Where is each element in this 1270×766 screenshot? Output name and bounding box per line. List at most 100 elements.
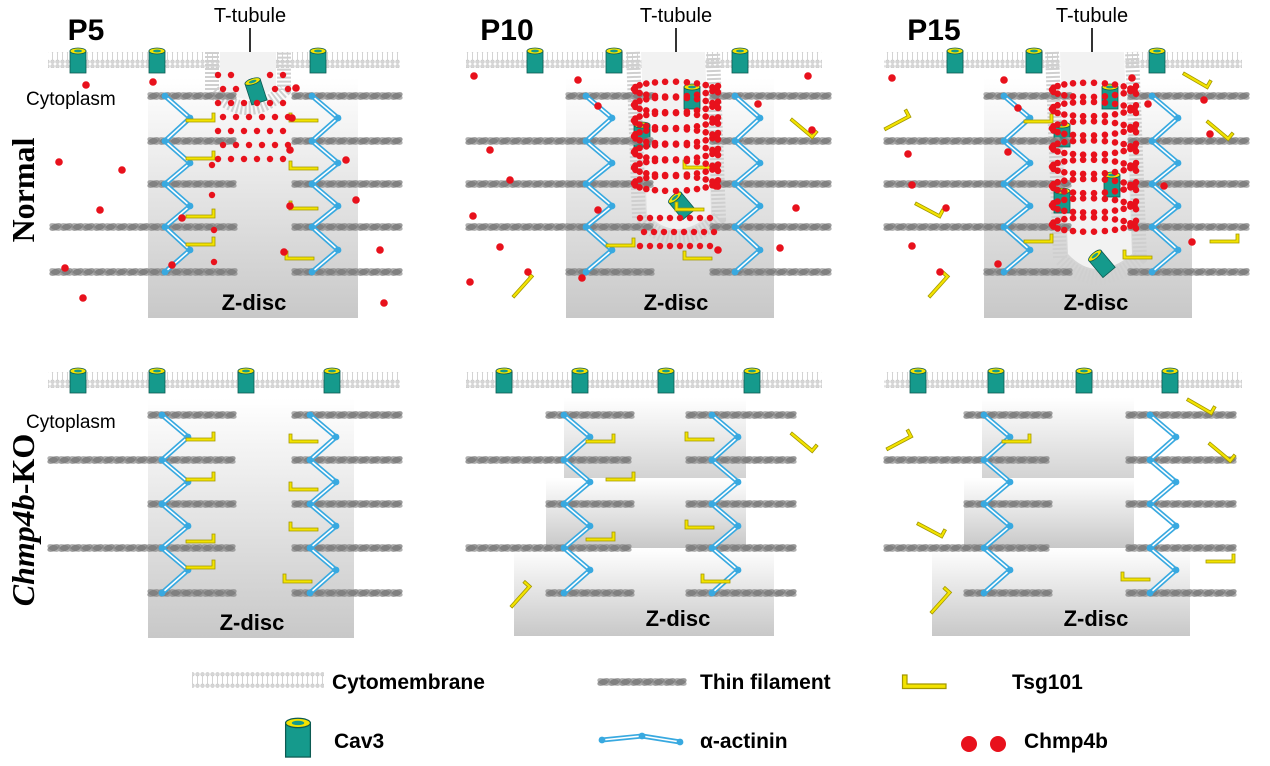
chmp4b-dot (253, 127, 261, 135)
tsg101 (916, 521, 947, 539)
chmp4b-dot (990, 736, 1006, 752)
chmp4b-dot (776, 244, 784, 252)
cav3-channel (1075, 367, 1093, 394)
chmp4b-dot (219, 141, 227, 149)
z-disc-label: Z-disc (222, 290, 287, 315)
chmp4b-dot (214, 155, 222, 163)
tsg101 (1120, 571, 1151, 582)
tsg101 (509, 579, 533, 609)
chmp4b-dot (656, 214, 664, 222)
tsg101 (288, 481, 319, 492)
chmp4b-dot (700, 228, 708, 236)
chmp4b-dot (470, 72, 478, 80)
chmp4b-dot (284, 141, 292, 149)
thin-filament (545, 411, 635, 419)
chmp4b-dot (650, 228, 658, 236)
chmp4b-dot (214, 99, 222, 107)
chmp4b-dot (1206, 130, 1214, 138)
cav3-channel (605, 47, 623, 74)
chmp4b-dot (352, 196, 360, 204)
tsg101 (1181, 71, 1213, 90)
chmp4b-dot (636, 214, 644, 222)
chmp4b-dot (266, 71, 274, 79)
thin-filament (1127, 223, 1250, 231)
chmp4b-dot (942, 204, 950, 212)
tsg101 (185, 431, 216, 442)
thin-filament (963, 411, 1053, 419)
chmp4b-dot (253, 155, 261, 163)
z-disc-label: Z-disc (220, 610, 285, 635)
chmp4b-dot (466, 278, 474, 286)
chmp4b-dot (656, 242, 664, 250)
chmp4b-dot (266, 155, 274, 163)
cytomembrane (48, 52, 232, 68)
cytomembrane (1112, 52, 1242, 68)
alpha-actinin (582, 92, 616, 276)
chmp4b-dot (342, 156, 350, 164)
chmp4b-spiral (1048, 79, 1140, 235)
cav3-channel (69, 47, 87, 74)
chmp4b-dot (168, 261, 176, 269)
chmp4b-dot (245, 113, 253, 121)
chmp4b-dot (214, 127, 222, 135)
chmp4b-dot (178, 214, 186, 222)
stage-title-p15: P15 (907, 14, 960, 47)
cytomembrane (48, 372, 400, 388)
chmp4b-dot (712, 182, 720, 190)
chmp4b-dot (271, 113, 279, 121)
chmp4b-dot (232, 141, 240, 149)
legend-cav3-label: Cav3 (334, 730, 384, 753)
t-tubule-label: T-tubule (214, 5, 286, 27)
alpha-actinin (731, 92, 764, 276)
cav3-channel (946, 47, 964, 74)
tsg101 (684, 431, 715, 442)
chmp4b-dot (1000, 76, 1008, 84)
thin-filament (1125, 500, 1237, 508)
chmp4b-dot (994, 260, 1002, 268)
tsg101 (585, 531, 616, 542)
t-tubule-label: T-tubule (640, 5, 712, 27)
chmp4b-dot (266, 99, 274, 107)
chmp4b-dot (149, 78, 157, 86)
cav3-channel (1088, 249, 1116, 279)
chmp4b-dot (227, 127, 235, 135)
thin-filament (883, 137, 1072, 145)
tsg101 (789, 117, 819, 140)
tsg101 (185, 150, 216, 161)
thin-filament (291, 500, 403, 508)
chmp4b-dot (706, 214, 714, 222)
cav3-channel (1148, 47, 1166, 74)
cav3-channel (284, 717, 312, 758)
stage-title-p5: P5 (68, 14, 105, 47)
chmp4b-dot (380, 299, 388, 307)
tsg101 (185, 112, 216, 123)
chmp4b-dot (240, 99, 248, 107)
tsg101 (185, 236, 216, 247)
chmp4b-dot (1014, 104, 1022, 112)
diagram-elements (47, 28, 1250, 758)
chmp4b-dot (96, 206, 104, 214)
thin-filament (47, 456, 236, 464)
chmp4b-dot (904, 150, 912, 158)
tsg101 (585, 433, 616, 444)
tsg101 (700, 573, 731, 584)
alpha-actinin (306, 411, 340, 597)
chmp4b-dot (1144, 100, 1152, 108)
legend-alpha-actinin-label: α-actinin (700, 730, 788, 753)
chmp4b-dot (506, 176, 514, 184)
stage-title-p10: P10 (480, 14, 533, 47)
thin-filament (147, 180, 237, 188)
chmp4b-dot (208, 191, 216, 199)
chmp4b-dot (666, 242, 674, 250)
chmp4b-dot (208, 161, 216, 169)
legend-chmp4b-label: Chmp4b (1024, 730, 1108, 753)
tsg101 (288, 521, 319, 532)
chmp4b-dot (578, 274, 586, 282)
chmp4b-dot (240, 127, 248, 135)
chmp4b-dot (118, 166, 126, 174)
chmp4b-dot (279, 155, 287, 163)
chmp4b-dot (79, 294, 87, 302)
alpha-actinin (308, 92, 342, 276)
chmp4b-dot (82, 81, 90, 89)
cytomembrane (466, 372, 822, 388)
